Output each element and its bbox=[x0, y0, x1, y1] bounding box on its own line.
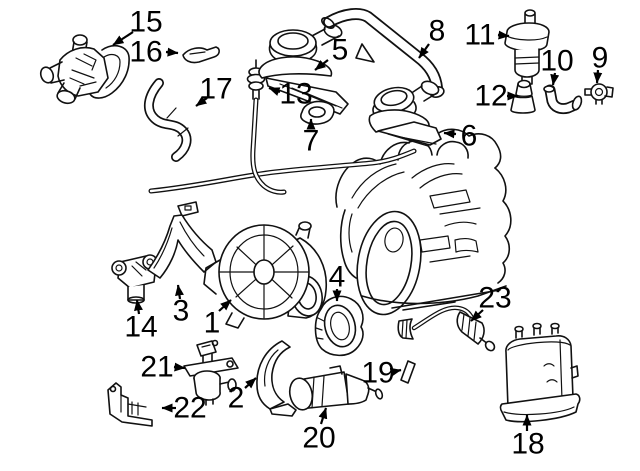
callout-number: 20 bbox=[302, 422, 335, 455]
part-23-oxygen-sensor bbox=[397, 305, 496, 352]
part-18-charcoal-canister bbox=[499, 322, 581, 423]
part-15-diverter-valve bbox=[39, 34, 130, 105]
callout-number: 16 bbox=[129, 36, 162, 69]
callout-13-small-check-valve: 13 bbox=[268, 78, 313, 111]
callout-number: 19 bbox=[361, 357, 394, 390]
callout-17-formed-hose: 17 bbox=[195, 73, 233, 107]
callout-arrow bbox=[418, 43, 430, 59]
part-14-sensor bbox=[111, 254, 158, 304]
part-16-retaining-clip bbox=[182, 46, 220, 64]
callout-number: 10 bbox=[540, 45, 573, 78]
callout-14-sensor: 14 bbox=[124, 299, 158, 344]
callout-arrow bbox=[318, 407, 328, 425]
callout-number: 21 bbox=[140, 351, 173, 384]
callout-9-vacuum-fitting: 9 bbox=[592, 42, 609, 84]
part-1-air-pump bbox=[203, 221, 328, 329]
callout-11-vent-valve: 11 bbox=[464, 19, 510, 52]
callout-19-dowel-pin: 19 bbox=[361, 357, 402, 390]
part-6-check-valve bbox=[368, 80, 442, 147]
callout-number: 9 bbox=[592, 42, 609, 75]
callout-arrow bbox=[497, 30, 510, 40]
callout-arrow bbox=[244, 377, 257, 389]
callout-arrow bbox=[195, 96, 208, 107]
callout-number: 2 bbox=[228, 382, 245, 415]
callout-2-shield-bracket: 2 bbox=[228, 377, 257, 415]
callout-number: 8 bbox=[429, 15, 446, 48]
callout-1-air-pump: 1 bbox=[204, 299, 232, 340]
callout-number: 22 bbox=[173, 392, 206, 425]
part-2-shield-bracket bbox=[256, 340, 297, 417]
callout-arrow bbox=[134, 299, 143, 315]
callout-23-oxygen-sensor: 23 bbox=[470, 282, 512, 322]
part-10-elbow-connector bbox=[543, 84, 583, 115]
part-19-dowel-pin bbox=[400, 360, 416, 384]
callout-8-air-hose: 8 bbox=[418, 15, 446, 59]
callout-number: 3 bbox=[173, 295, 190, 328]
callout-arrow bbox=[268, 86, 281, 96]
callout-arrow bbox=[314, 59, 329, 71]
callout-number: 15 bbox=[129, 6, 162, 39]
callout-arrow bbox=[470, 309, 484, 322]
callout-number: 18 bbox=[511, 428, 544, 461]
callout-arrow bbox=[173, 362, 186, 372]
callout-arrow bbox=[112, 31, 134, 46]
callout-22-support-bracket: 22 bbox=[161, 392, 207, 425]
callout-4-rubber-mount: 4 bbox=[329, 261, 346, 302]
part-4-rubber-mount bbox=[314, 295, 364, 357]
vacuum-tube-valve13 bbox=[250, 97, 287, 195]
callout-6-check-valve-right: 6 bbox=[443, 120, 478, 153]
callout-3-mounting-bracket: 3 bbox=[173, 284, 190, 328]
callout-arrow bbox=[550, 72, 560, 86]
callout-20-purge-valve: 20 bbox=[302, 407, 336, 455]
callout-21-solenoid-valve: 21 bbox=[140, 351, 186, 384]
callout-number: 13 bbox=[279, 78, 312, 111]
callout-12-connector-sleeve: 12 bbox=[474, 80, 519, 113]
callout-number: 4 bbox=[329, 261, 346, 294]
callout-number: 5 bbox=[332, 34, 349, 67]
part-9-vacuum-fitting bbox=[584, 83, 614, 105]
callout-arrow bbox=[443, 129, 457, 139]
callout-arrow bbox=[218, 299, 232, 312]
part-21-solenoid-valve bbox=[183, 339, 239, 406]
part-17-formed-hose bbox=[143, 78, 192, 162]
callout-7-gasket: 7 bbox=[303, 118, 320, 158]
callout-arrow bbox=[175, 284, 184, 300]
engine-assembly bbox=[335, 128, 512, 316]
part-3-mounting-bracket bbox=[147, 201, 217, 279]
callout-16-retaining-clip: 16 bbox=[129, 36, 179, 69]
callout-10-elbow-connector: 10 bbox=[540, 45, 574, 86]
part-7-gasket bbox=[300, 100, 335, 125]
callout-arrow bbox=[389, 367, 402, 377]
callout-5-check-valve-left: 5 bbox=[314, 34, 349, 71]
callout-number: 6 bbox=[461, 120, 478, 153]
callout-number: 1 bbox=[204, 307, 221, 340]
callout-18-charcoal-canister: 18 bbox=[511, 414, 545, 461]
callout-number: 11 bbox=[464, 19, 495, 52]
part-22-support-bracket bbox=[107, 382, 153, 427]
callout-number: 7 bbox=[303, 125, 320, 158]
vacuum-tube-long bbox=[148, 148, 417, 194]
callout-number: 12 bbox=[474, 80, 507, 113]
part-20-purge-valve bbox=[288, 365, 384, 411]
callout-15-diverter-valve: 15 bbox=[112, 6, 163, 46]
callout-arrow bbox=[593, 69, 603, 84]
callout-number: 14 bbox=[124, 311, 157, 344]
callout-number: 17 bbox=[199, 73, 232, 106]
callout-arrow bbox=[165, 47, 179, 57]
callout-number: 23 bbox=[478, 282, 511, 315]
